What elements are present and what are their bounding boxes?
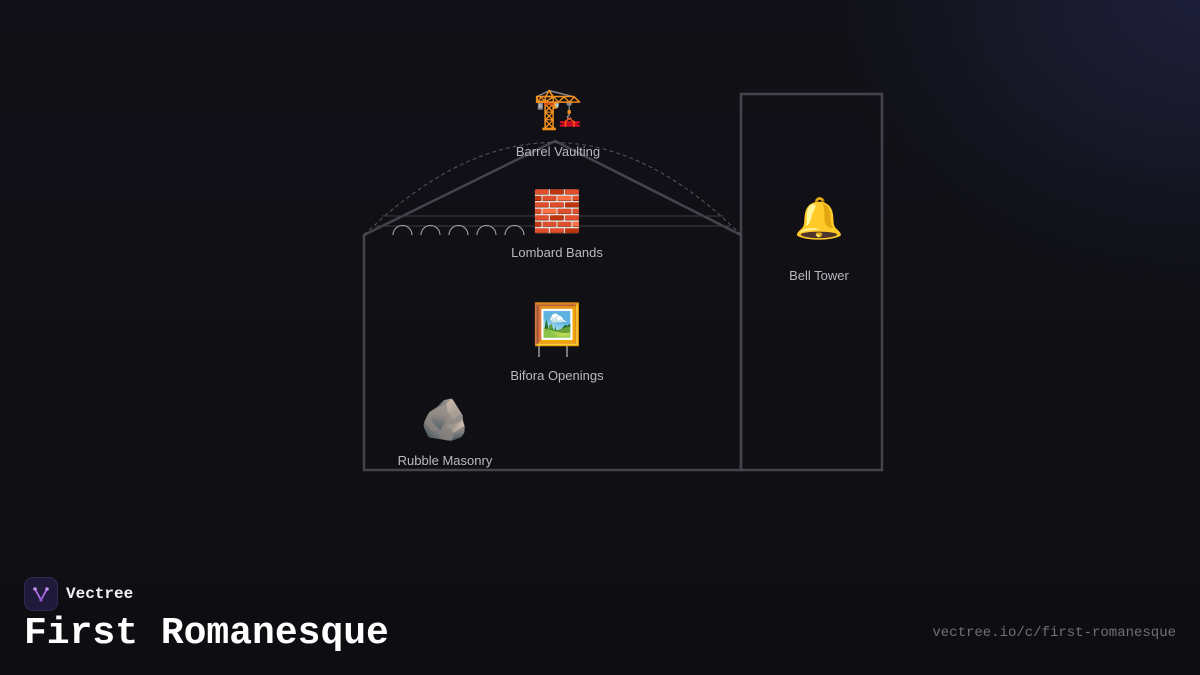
node-label: Bifora Openings	[510, 368, 604, 383]
node-label: Rubble Masonry	[397, 453, 493, 468]
node-rubble-masonry[interactable]: 🪨 Rubble Masonry	[345, 397, 545, 469]
lombard-arcade	[392, 225, 525, 236]
bifora-frame	[538, 344, 568, 357]
node-label: Bell Tower	[789, 268, 849, 283]
page-title: First Romanesque	[24, 612, 389, 655]
brand[interactable]: Vectree	[24, 577, 133, 611]
framed-picture-icon: 🖼️	[532, 302, 582, 348]
node-bell-tower[interactable]: 🔔 Bell Tower	[719, 196, 919, 284]
bell-icon: 🔔	[794, 196, 844, 242]
brick-icon: 🧱	[532, 189, 582, 235]
vectree-logo-icon	[24, 577, 58, 611]
node-barrel-vaulting[interactable]: 🏗️ Barrel Vaulting	[458, 86, 658, 160]
tower-outline	[739, 92, 884, 472]
nave-outline	[362, 139, 743, 472]
node-lombard-bands[interactable]: 🧱 Lombard Bands	[457, 189, 657, 261]
crane-icon: 🏗️	[533, 86, 583, 132]
page-url[interactable]: vectree.io/c/first-romanesque	[932, 625, 1176, 641]
node-label: Barrel Vaulting	[515, 144, 601, 159]
node-bifora-openings[interactable]: 🖼️ Bifora Openings	[457, 302, 657, 384]
node-label: Lombard Bands	[511, 245, 603, 260]
brand-name: Vectree	[66, 585, 134, 603]
rock-icon: 🪨	[420, 397, 470, 443]
